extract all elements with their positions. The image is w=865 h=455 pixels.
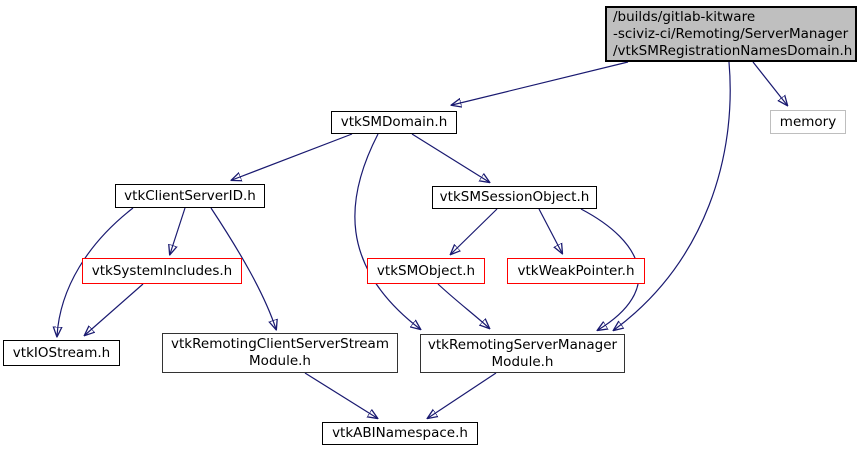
edge-vtkSMSessionObject-to-vtkWeakPointer — [538, 208, 562, 253]
edge-vtkClientServerID-to-vtkIOStream — [57, 207, 134, 336]
edge-main-to-vtkRemotingServerManagerModule — [614, 61, 731, 330]
edge-vtkClientServerID-to-vtkRemotingClientServerStreamModule — [210, 207, 276, 329]
node-vtkRemotingClientServerStreamModule[interactable]: vtkRemotingClientServerStream Module.h — [162, 333, 398, 373]
node-current-file: /builds/gitlab-kitware -sciviz-ci/Remoti… — [605, 6, 857, 62]
edge-main-to-vtkSMDomain — [452, 61, 629, 105]
node-vtkClientServerID[interactable]: vtkClientServerID.h — [115, 184, 265, 208]
node-vtkIOStream[interactable]: vtkIOStream.h — [3, 340, 120, 366]
node-vtkWeakPointer[interactable]: vtkWeakPointer.h — [507, 258, 645, 284]
edge-vtkSMObject-to-vtkRemotingServerManagerModule — [437, 283, 489, 328]
edge-vtkSMDomain-to-vtkRemotingServerManagerModule — [354, 133, 420, 329]
node-vtkABINamespace[interactable]: vtkABINamespace.h — [322, 422, 478, 445]
edge-vtkClientServerID-to-vtkSystemIncludes — [170, 207, 186, 254]
node-vtkSMObject[interactable]: vtkSMObject.h — [367, 258, 485, 284]
edge-main-to-memory — [752, 61, 787, 105]
edge-vtkSMSessionObject-to-vtkSMObject — [451, 208, 498, 254]
edge-vtkSMDomain-to-vtkSMSessionObject — [411, 133, 489, 182]
node-vtkSystemIncludes[interactable]: vtkSystemIncludes.h — [82, 258, 242, 284]
edge-vtkSystemIncludes-to-vtkIOStream — [85, 283, 144, 335]
edge-vtkSMDomain-to-vtkClientServerID — [232, 133, 353, 180]
node-vtkRemotingServerManagerModule[interactable]: vtkRemotingServerManager Module.h — [420, 334, 625, 373]
edge-vtkRemotingClientServerStreamModule-to-vtkABINamespace — [304, 372, 377, 418]
node-memory: memory — [770, 110, 846, 134]
edge-vtkRemotingServerManagerModule-to-vtkABINamespace — [428, 372, 497, 418]
node-vtkSMSessionObject[interactable]: vtkSMSessionObject.h — [432, 186, 597, 209]
node-vtkSMDomain[interactable]: vtkSMDomain.h — [331, 111, 457, 134]
